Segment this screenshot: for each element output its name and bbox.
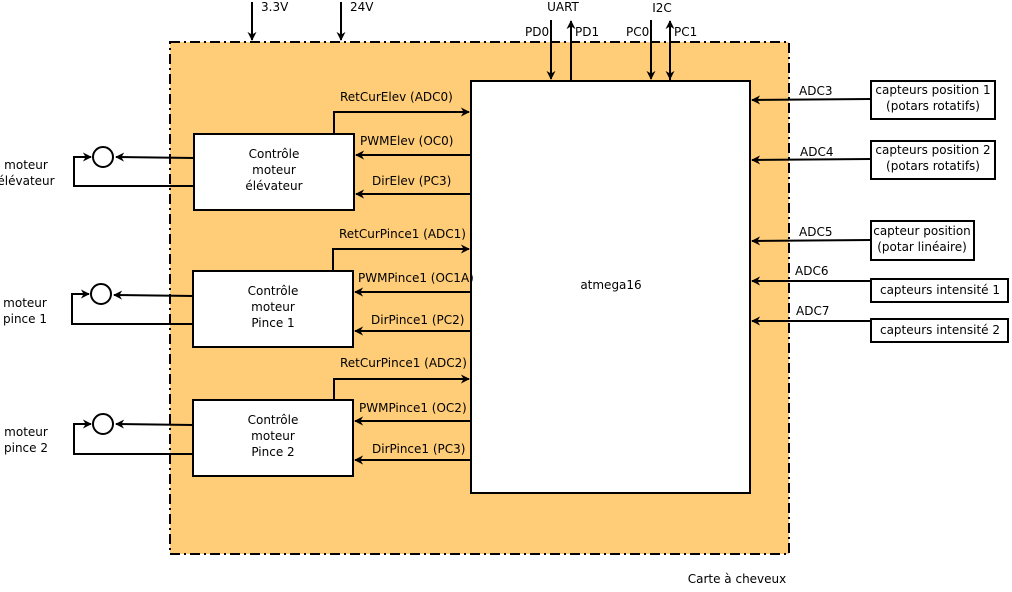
cur-elev-arrow <box>333 107 470 133</box>
controller-elevateur-box <box>193 133 355 211</box>
uart-label: UART <box>547 0 579 14</box>
motor-pince1-out-arrow <box>113 290 194 300</box>
motor-pince2-label1: moteur <box>4 425 48 439</box>
pd1-label: PD1 <box>575 25 599 39</box>
adc3-label: ADC3 <box>799 84 832 98</box>
mcu-label: atmega16 <box>580 278 641 292</box>
controller-pince2-line2: moteur <box>251 429 295 443</box>
motor-elev-label1: moteur <box>4 158 48 172</box>
motor-pince2-icon <box>92 413 114 435</box>
controller-elevateur-line3: élévateur <box>245 179 302 193</box>
pwm-pince2-label: PWMPince1 (OC2) <box>359 401 467 415</box>
motor-elev-return-arrow <box>73 152 194 187</box>
cur-pince1-label: RetCurPince1 (ADC1) <box>339 227 466 241</box>
motor-pince2-return-arrow <box>73 419 193 455</box>
sensor-position-lin-box <box>870 220 975 261</box>
cur-pince2-arrow <box>333 374 470 399</box>
sensor-position2-line1: capteurs position 2 <box>875 143 990 157</box>
motor-pince1-label1: moteur <box>3 296 47 310</box>
cur-pince2-label: RetCurPince1 (ADC2) <box>340 356 467 370</box>
board-label: Carte à cheveux <box>688 572 787 586</box>
adc4-arrow <box>751 155 872 165</box>
sensor-intensity2-box <box>870 318 1009 343</box>
cur-elev-label: RetCurElev (ADC0) <box>340 90 453 104</box>
cur-pince1-arrow <box>332 244 470 270</box>
controller-pince1-line1: Contrôle <box>248 284 299 298</box>
power-24v-label: 24V <box>350 0 374 14</box>
adc6-label: ADC6 <box>795 264 828 278</box>
motor-elevateur-icon <box>92 146 114 168</box>
mcu-box <box>470 80 751 494</box>
controller-pince2-line1: Contrôle <box>248 413 299 427</box>
motor-pince1-label2: pince 1 <box>3 312 47 326</box>
motor-pince1-icon <box>90 283 112 305</box>
adc5-arrow <box>751 236 872 246</box>
controller-pince2-line3: Pince 2 <box>251 445 294 459</box>
pc0-label: PC0 <box>626 25 649 39</box>
sensor-position2-box <box>870 140 996 180</box>
power-33v-label: 3.3V <box>261 0 289 14</box>
sensor-position-lin-line1: capteur position <box>873 224 971 238</box>
dir-elev-label: DirElev (PC3) <box>372 174 451 188</box>
pc1-label: PC1 <box>674 25 697 39</box>
pwm-elev-label: PWMElev (OC0) <box>360 134 454 148</box>
pwm-pince1-label: PWMPince1 (OC1A) <box>358 271 474 285</box>
adc5-label: ADC5 <box>799 225 832 239</box>
controller-elevateur-line2: moteur <box>252 163 296 177</box>
i2c-label: I2C <box>652 1 672 15</box>
sensor-position1-line2: (potars rotatifs) <box>886 99 980 113</box>
controller-pince2-box <box>192 399 354 477</box>
motor-pince2-label2: pince 2 <box>4 441 48 455</box>
sensor-position-lin-line2: (potar linéaire) <box>877 240 967 254</box>
sensor-position2-line2: (potars rotatifs) <box>886 159 980 173</box>
sensor-intensity1-box <box>870 278 1009 303</box>
adc7-label: ADC7 <box>796 304 829 318</box>
motor-elev-out-arrow <box>115 152 195 162</box>
sensor-position1-line1: capteurs position 1 <box>875 83 990 97</box>
pd0-label: PD0 <box>525 25 549 39</box>
sensor-intensity2-line1: capteurs intensité 2 <box>880 323 1000 337</box>
adc4-label: ADC4 <box>800 145 833 159</box>
controller-elevateur-line1: Contrôle <box>249 147 300 161</box>
controller-pince1-line3: Pince 1 <box>251 316 294 330</box>
motor-elev-label2: élévateur <box>0 174 55 188</box>
motor-pince1-return-arrow <box>71 289 193 325</box>
motor-pince2-out-arrow <box>115 419 194 429</box>
controller-pince1-box <box>192 270 354 348</box>
sensor-position1-box <box>870 80 996 120</box>
adc3-arrow <box>751 95 872 105</box>
dir-pince1-label: DirPince1 (PC2) <box>371 313 464 327</box>
controller-pince1-line2: moteur <box>251 300 295 314</box>
dir-pince2-label: DirPince1 (PC3) <box>372 442 465 456</box>
sensor-intensity1-line1: capteurs intensité 1 <box>880 283 1000 297</box>
